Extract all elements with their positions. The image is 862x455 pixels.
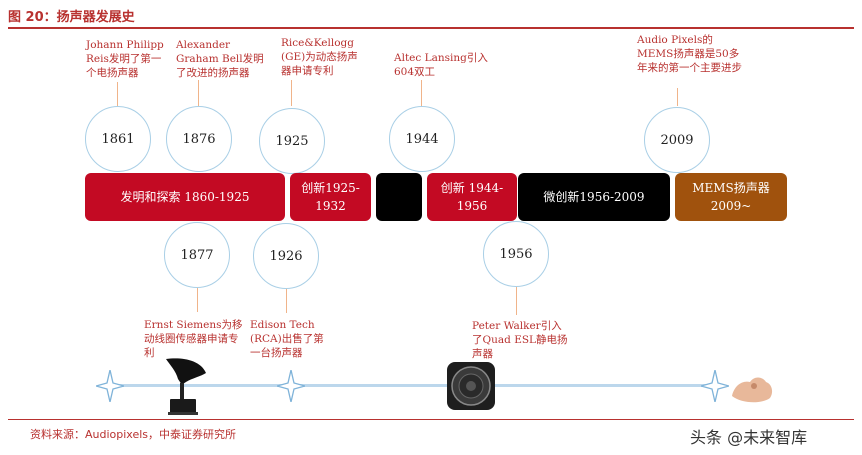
bottom-rule [8,419,854,420]
watermark: 头条 @未来智库 [690,428,808,447]
note-1877: Ernst Siemens为移动线圈传感器申请专利 [144,319,243,359]
note-2009: Audio Pixels的MEMS扬声器是50多年来的第一个主要进步 [637,34,742,74]
note-1925: Rice&Kellogg (GE)为动态扬声器申请专利 [281,37,358,77]
connector-1861 [117,82,118,106]
connector-1925 [291,80,292,106]
sparkle-icon [701,370,729,402]
speaker-icon [447,362,495,410]
connector-1956 [516,287,517,315]
note-1861: Johann Philipp Reis发明了第一个电扬声器 [86,39,164,79]
sparkle-icon [277,370,305,402]
note-1944: Altec Lansing引入604双工 [394,52,488,78]
phase-innovation-1925-label: 创新1925-1932 [301,181,360,213]
connector-1877 [197,288,198,312]
phase-innovation-1944-label: 创新 1944-1956 [440,181,504,213]
phase-mems: MEMS扬声器 2009~ [675,173,787,221]
sparkle-icon [96,370,124,402]
note-1876: Alexander Graham Bell发明了改进的扬声器 [176,39,264,79]
year-circle-1877: 1877 [164,222,230,288]
connector-1926 [286,289,287,313]
connector-1944 [421,80,422,106]
phase-gap-black [376,173,422,221]
top-rule [8,27,854,29]
phase-innovation-1925: 创新1925-1932 [290,173,371,221]
year-circle-1944: 1944 [389,106,455,172]
source-note: 资料来源：Audiopixels，中泰证券研究所 [30,428,237,441]
phase-micro-innovation: 微创新1956-2009 [518,173,670,221]
hand-icon [732,377,773,403]
year-circle-1926: 1926 [253,223,319,289]
figure-title: 图 20：扬声器发展史 [8,10,135,25]
phase-mems-label: MEMS扬声器 2009~ [692,181,770,213]
note-1956: Peter Walker引入了Quad ESL静电扬声器 [472,320,568,360]
phase-invention: 发明和探索 1860-1925 [85,173,285,221]
year-circle-1956: 1956 [483,221,549,287]
connector-1876 [198,80,199,106]
timeline-axis [104,384,722,387]
gramophone-icon [166,358,206,415]
phase-innovation-1944: 创新 1944-1956 [427,173,517,221]
connector-2009 [677,88,678,106]
year-circle-1876: 1876 [166,106,232,172]
year-circle-1925: 1925 [259,108,325,174]
year-circle-2009: 2009 [644,107,710,173]
note-1926: Edison Tech (RCA)出售了第一台扬声器 [250,319,324,359]
year-circle-1861: 1861 [85,106,151,172]
